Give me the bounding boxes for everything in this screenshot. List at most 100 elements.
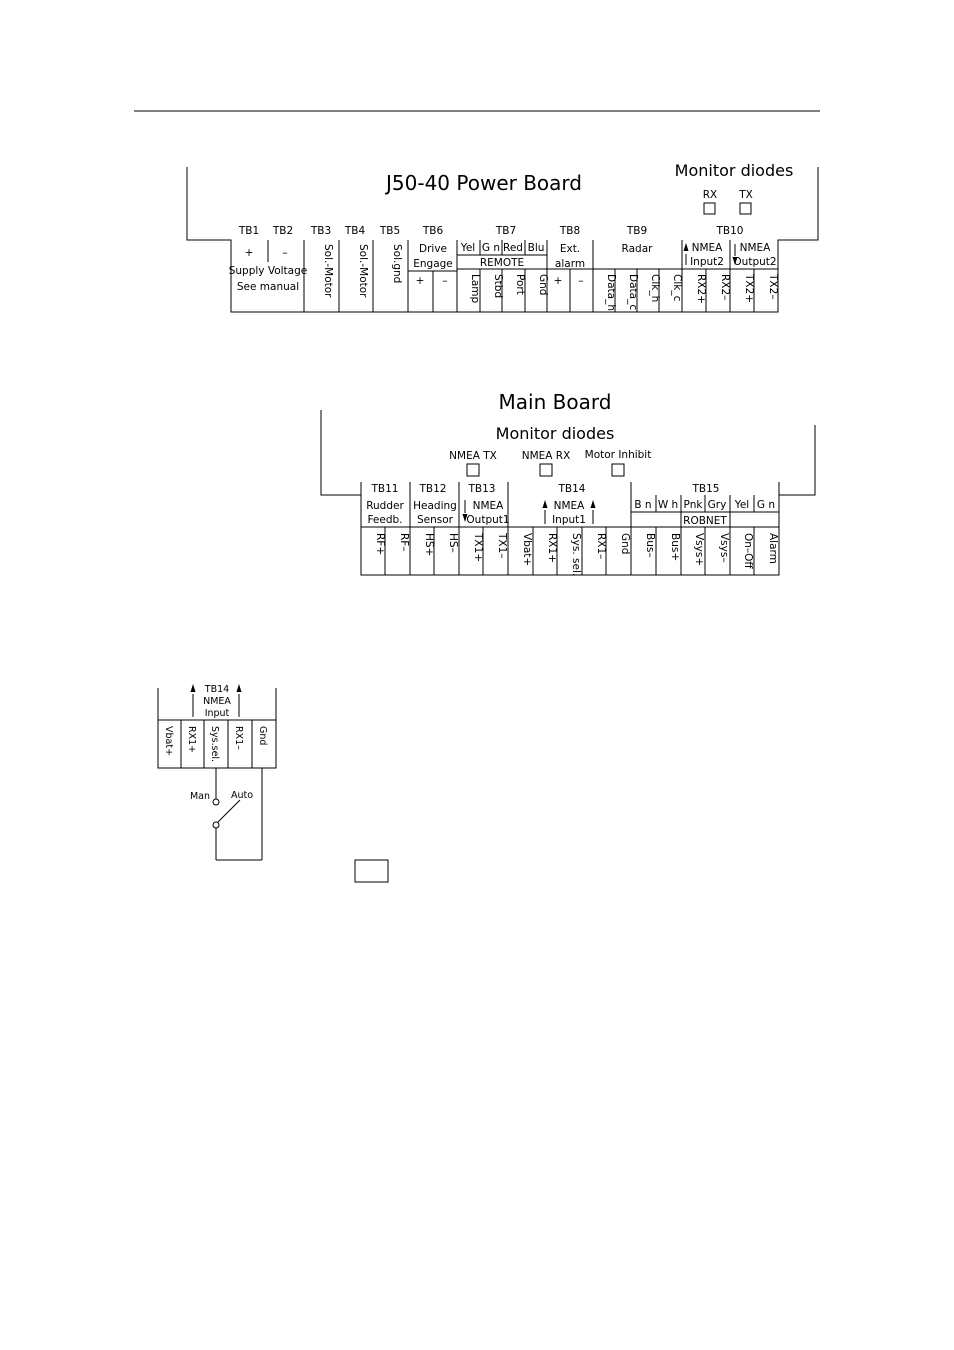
diode-rx-label: RX <box>703 189 718 201</box>
terminal-rx1-minus: RX1– <box>595 533 607 559</box>
power-board-outline <box>186 167 819 313</box>
diode-tx-indicator <box>739 202 752 215</box>
tb4-label: TB4 <box>344 225 366 237</box>
nmea-output2-label-2: Output2 <box>733 256 776 268</box>
drive-label: Drive <box>419 243 447 255</box>
terminal-hs-minus: HS– <box>447 533 459 553</box>
terminal-tx2-plus: TX2+ <box>743 273 755 303</box>
tb15-label: TB15 <box>692 483 720 495</box>
terminal-on-off: On–Off <box>742 533 754 569</box>
terminal-tx1-plus: TX1+ <box>472 532 484 562</box>
terminal-vsys-plus: Vsys+ <box>693 533 705 566</box>
radar-label: Radar <box>622 243 654 255</box>
nmea-output1-label-2: Output1 <box>466 514 509 526</box>
tb7-color-yel: Yel <box>460 242 475 254</box>
terminal-alarm: Alarm <box>767 533 779 564</box>
nmea-output2-label-1: NMEA <box>740 242 772 254</box>
tb7-color-blu: Blu <box>528 242 545 254</box>
tb14-label: TB14 <box>558 483 586 495</box>
tb2-minus: – <box>282 247 287 259</box>
switch-label-man: Man <box>190 791 210 802</box>
tb14-terminal-vbat-plus: Vbat+ <box>163 726 174 756</box>
main-board-monitor-label: Monitor diodes <box>496 424 615 443</box>
tb6-label: TB6 <box>422 225 444 237</box>
terminal-stbd: Stbd <box>492 274 504 298</box>
tb7-color-red: Red <box>503 242 523 254</box>
tb6-minus: – <box>442 275 447 287</box>
tb10-label: TB10 <box>716 225 744 237</box>
terminal-tb5-sol-gnd: Sol.gnd <box>391 244 403 283</box>
remote-label: REMOTE <box>480 257 524 269</box>
heading-label: Heading <box>413 500 457 512</box>
diode-nmea-rx-indicator <box>539 463 553 477</box>
nmea-input2-label-1: NMEA <box>692 242 724 254</box>
terminal-lamp: Lamp <box>469 274 481 304</box>
tb7-label: TB7 <box>495 225 516 237</box>
tb14-detail-label-1: TB14 <box>204 684 229 695</box>
nmea-input1-label-1: NMEA <box>554 500 586 512</box>
diode-nmea-rx-label: NMEA RX <box>522 450 571 462</box>
terminal-port: Port <box>514 274 526 295</box>
engage-label: Engage <box>413 258 453 270</box>
power-board-dividers <box>267 240 778 312</box>
diode-rx-indicator <box>703 202 716 215</box>
terminal-rx1-plus: RX1+ <box>546 533 558 563</box>
terminal-tx2-minus: TX2– <box>767 273 779 300</box>
terminal-rx2-plus: RX2+ <box>695 274 707 304</box>
switch-label-auto: Auto <box>231 790 253 801</box>
diode-nmea-tx-label: NMEA TX <box>449 450 497 462</box>
nmea-output1-label-1: NMEA <box>473 500 505 512</box>
terminal-bus-plus: Bus+ <box>669 533 681 561</box>
nmea-input1-label-2: Input1 <box>552 514 586 526</box>
tb14-terminal-rx1-minus: RX1– <box>233 726 244 750</box>
tb14-detail-label-2: NMEA <box>203 696 231 707</box>
tb8-label: TB8 <box>559 225 580 237</box>
tb8-plus: + <box>554 275 563 287</box>
robnet-label: ROBNET <box>683 515 727 527</box>
tb7-color-gn: G n <box>482 242 500 254</box>
tb14-terminal-sys-sel: Sys.sel. <box>209 726 220 762</box>
tb1-label: TB1 <box>238 225 259 237</box>
alarm-label: alarm <box>555 258 585 270</box>
terminal-clk-h: Clk_h <box>649 274 661 302</box>
terminal-bus-minus: Bus– <box>644 533 656 558</box>
terminal-gnd: Gnd <box>537 274 549 295</box>
tb15-color-wh: W h <box>658 499 678 511</box>
terminal-gnd: Gnd <box>619 533 631 554</box>
tb5-label: TB5 <box>379 225 400 237</box>
feedb-label: Feedb. <box>367 514 402 526</box>
terminal-tb4-sol-motor: Sol.-Motor <box>357 244 369 298</box>
tb14-terminal-rx1-plus: RX1+ <box>186 726 197 753</box>
diode-motor-inhibit-indicator <box>611 463 625 477</box>
power-board-title: J50-40 Power Board <box>384 171 582 195</box>
terminal-hs-plus: HS+ <box>423 533 435 556</box>
ext-label: Ext. <box>560 243 580 255</box>
tb12-label: TB12 <box>419 483 447 495</box>
tb3-label: TB3 <box>310 225 331 237</box>
diode-motor-inhibit-label: Motor Inhibit <box>585 449 652 461</box>
tb9-label: TB9 <box>626 225 647 237</box>
terminal-tb3-sol-motor: Sol.-Motor <box>322 244 334 298</box>
power-board: J50-40 Power Board Monitor diodes RX TX … <box>186 161 819 313</box>
see-manual-label: See manual <box>237 281 299 293</box>
terminal-tx1-minus: TX1– <box>496 532 508 559</box>
supply-voltage-label: Supply Voltage <box>229 265 308 277</box>
tb11-label: TB11 <box>371 483 399 495</box>
switch-contact-man <box>212 798 220 806</box>
tb15-color-pnk: Pnk <box>684 499 704 511</box>
terminal-rf-plus: RF+ <box>374 533 386 555</box>
tb14-detail: TB14 NMEA Input Vbat+ RX1+ Sys.sel. RX1–… <box>157 684 277 861</box>
tb6-plus: + <box>416 275 425 287</box>
tb15-color-bn: B n <box>634 499 651 511</box>
terminal-vbat-plus: Vbat+ <box>521 533 533 566</box>
tb1-plus: + <box>245 247 254 259</box>
empty-box <box>354 859 389 883</box>
terminal-data-h: Data_h <box>605 274 617 311</box>
sensor-label: Sensor <box>417 514 454 526</box>
diode-tx-label: TX <box>738 189 753 201</box>
nmea-input2-label-2: Input2 <box>690 256 724 268</box>
tb15-color-gn: G n <box>757 499 775 511</box>
tb15-color-yel: Yel <box>734 499 749 511</box>
tb8-minus: – <box>578 275 583 287</box>
